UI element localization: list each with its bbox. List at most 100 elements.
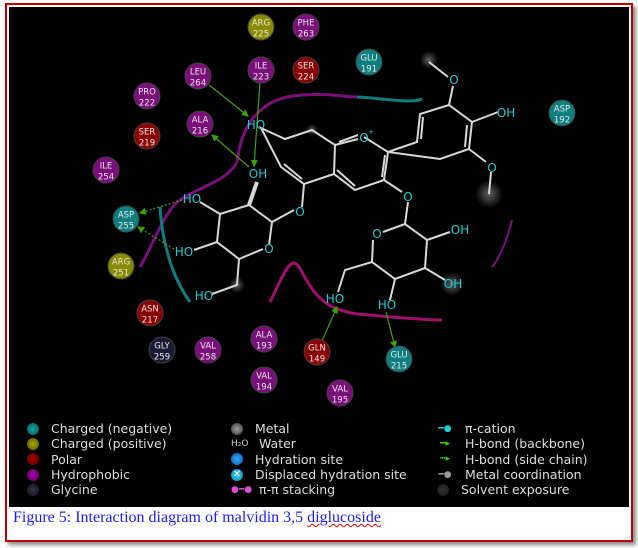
legend-item: Charged (positive) — [27, 436, 172, 451]
legend-label: π-cation — [465, 421, 516, 437]
polar-swatch-icon — [27, 453, 39, 466]
atom-label: HO — [378, 298, 396, 312]
hydration-site-icon — [231, 453, 243, 466]
residue-label: 223 — [253, 73, 269, 83]
hbond-ala216 — [211, 134, 250, 168]
legend-item: Metal — [231, 421, 407, 436]
residue-circle — [133, 82, 161, 110]
residue-label: SER — [298, 62, 315, 72]
residue-label: ARG — [252, 19, 270, 29]
legend-item: ✕ Displaced hydration site — [231, 467, 407, 482]
hydrogen-bonds — [136, 81, 397, 349]
residue-label: PHE — [298, 19, 315, 29]
residue-circle — [247, 13, 275, 41]
residue-label: ILE — [255, 62, 268, 72]
residue-circle — [250, 366, 278, 394]
residue-label: 217 — [142, 316, 158, 326]
residue-label: 251 — [113, 269, 129, 279]
legend-item: Polar — [27, 452, 172, 467]
legend-item: Glycine — [27, 482, 172, 497]
residue-label: ASN — [141, 305, 159, 315]
legend-label: Displaced hydration site — [255, 467, 407, 483]
legend-label: Charged (positive) — [51, 436, 167, 452]
residue-label: 193 — [256, 342, 272, 352]
caption-text: Figure 5: Interaction diagram of malvidi… — [13, 509, 308, 526]
residue-circle — [385, 345, 413, 373]
residue-label: GLU — [390, 351, 407, 361]
hbond-asp255-a — [138, 199, 183, 215]
hydrophobic-swatch-icon — [27, 468, 39, 481]
residue-label: ARG — [112, 258, 130, 268]
residue-label: 195 — [332, 396, 348, 406]
pi-pi-stacking-icon: ●━● — [231, 484, 253, 495]
residue-circle — [303, 338, 331, 366]
legend-item: Hydrophobic — [27, 467, 172, 482]
atom-label: HO — [183, 192, 201, 206]
residue-label: LEU — [190, 68, 206, 78]
hbond-ile223 — [250, 81, 261, 168]
residue-circle — [326, 379, 354, 407]
metal-coordination-icon: ━● — [438, 469, 452, 480]
water-icon: H₂O — [231, 438, 249, 449]
figure-caption: Figure 5: Interaction diagram of malvidi… — [13, 509, 381, 527]
legend-item: ━●Metal coordination — [437, 467, 588, 482]
residue-circle — [148, 336, 176, 364]
caption-text-misspelled: diglucoside — [307, 509, 381, 526]
displaced-hydration-site-icon: ✕ — [231, 468, 243, 481]
residue-circle — [355, 48, 383, 76]
residue-label: 222 — [139, 99, 155, 109]
residue-circle — [548, 99, 576, 127]
atom-labels: HO O + O OH O OH O O HO HO HO OH O HO HO… — [175, 73, 515, 312]
residue-label: 191 — [361, 65, 377, 75]
atom-label: HO — [247, 118, 265, 132]
legend-label: Hydrophobic — [51, 467, 131, 483]
atom-label: OH — [497, 106, 515, 120]
residue-label: ASP — [118, 211, 134, 221]
solvent-exposure-glows — [229, 51, 503, 296]
residue-circle — [292, 56, 320, 84]
atom-label: O — [264, 242, 273, 256]
figure-frame: HO O + O OH O OH O O HO HO HO OH O HO HO… — [5, 3, 633, 542]
legend-item: Hydration site — [231, 452, 407, 467]
residue-label: ILE — [100, 162, 113, 172]
legend-label: Solvent exposure — [461, 482, 570, 498]
residue-circle — [292, 13, 320, 41]
pocket-contour — [138, 92, 513, 322]
residue-label: ASP — [554, 105, 570, 115]
glycine-swatch-icon — [27, 483, 39, 496]
charged-positive-swatch-icon — [27, 437, 39, 450]
residue-circle — [184, 62, 212, 90]
residue-label: 216 — [192, 127, 208, 137]
residue-label: ALA — [192, 116, 209, 126]
residue-label: VAL — [332, 385, 348, 395]
legend-item: ━●π-cation — [437, 421, 588, 436]
bonds — [193, 61, 499, 301]
legend-label: Charged (negative) — [51, 421, 173, 437]
legend-label: H-bond (backbone) — [465, 436, 585, 452]
residue-circle — [250, 325, 278, 353]
atom-label: OH — [249, 167, 267, 181]
metal-icon — [231, 422, 243, 435]
residue-circle — [247, 56, 275, 84]
atom-label: OH — [444, 277, 462, 291]
residue-circle — [107, 252, 135, 280]
hbond-side-chain-icon: ┅▸ — [440, 454, 450, 465]
atom-label: O — [295, 205, 304, 219]
